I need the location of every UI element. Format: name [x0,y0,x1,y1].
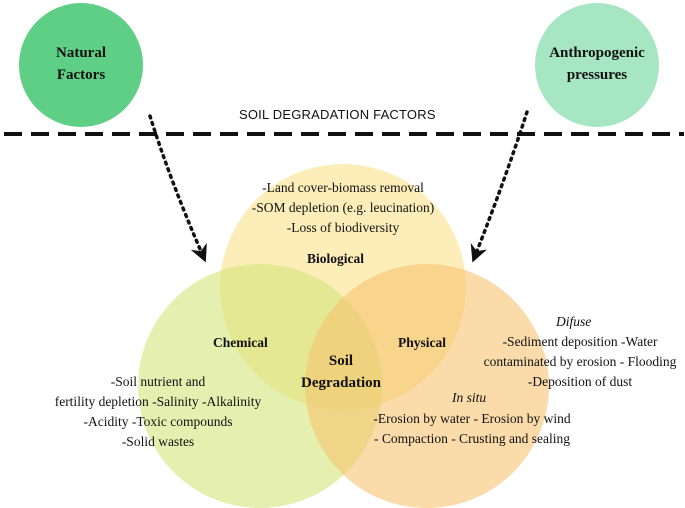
divider-title: SOIL DEGRADATION FACTORS [239,107,436,122]
insitu-item: - Compaction - Crusting and sealing [373,431,571,446]
physical-title: Physical [398,335,447,350]
difuse-factors-list: -Sediment deposition -Water contaminated… [466,332,685,392]
anthropogenic-pressures-label: Anthropogenic pressures [549,45,645,83]
difuse-item: -Deposition of dust [527,374,633,389]
insitu-factors-list: -Erosion by water - Erosion by wind - Co… [352,409,592,449]
anthropogenic-pressures-node [535,3,659,127]
biological-factors-list: -Land cover-biomass removal -SOM depleti… [220,178,466,238]
chemical-item: -Soil nutrient and [110,374,206,389]
natural-factors-label: Natural Factors [56,45,106,83]
biological-title: Biological [307,251,364,266]
chemical-item: -Solid wastes [121,434,195,449]
chemical-factors-list: -Soil nutrient and fertility depletion -… [40,372,276,452]
natural-factors-node [19,3,143,127]
difuse-heading: Difuse [556,314,592,329]
anthropogenic-arrow-icon [470,110,529,263]
insitu-item: -Erosion by water - Erosion by wind [373,411,571,426]
biological-item: -SOM depletion (e.g. leucination) [251,200,435,215]
difuse-item: contaminated by erosion - Flooding [483,354,677,369]
chemical-circle [138,264,382,508]
biological-item: -Loss of biodiversity [286,220,400,235]
chemical-title: Chemical [213,335,268,350]
chemical-item: -Acidity -Toxic compounds [83,414,233,429]
difuse-item: -Sediment deposition -Water [502,334,658,349]
chemical-item: fertility depletion -Salinity -Alkalinit… [54,394,262,409]
insitu-heading: In situ [452,390,487,405]
natural-arrow-icon [148,114,207,263]
soil-degradation-center: Soil Degradation [301,353,381,391]
physical-circle [305,264,549,508]
biological-item: -Land cover-biomass removal [262,180,424,195]
